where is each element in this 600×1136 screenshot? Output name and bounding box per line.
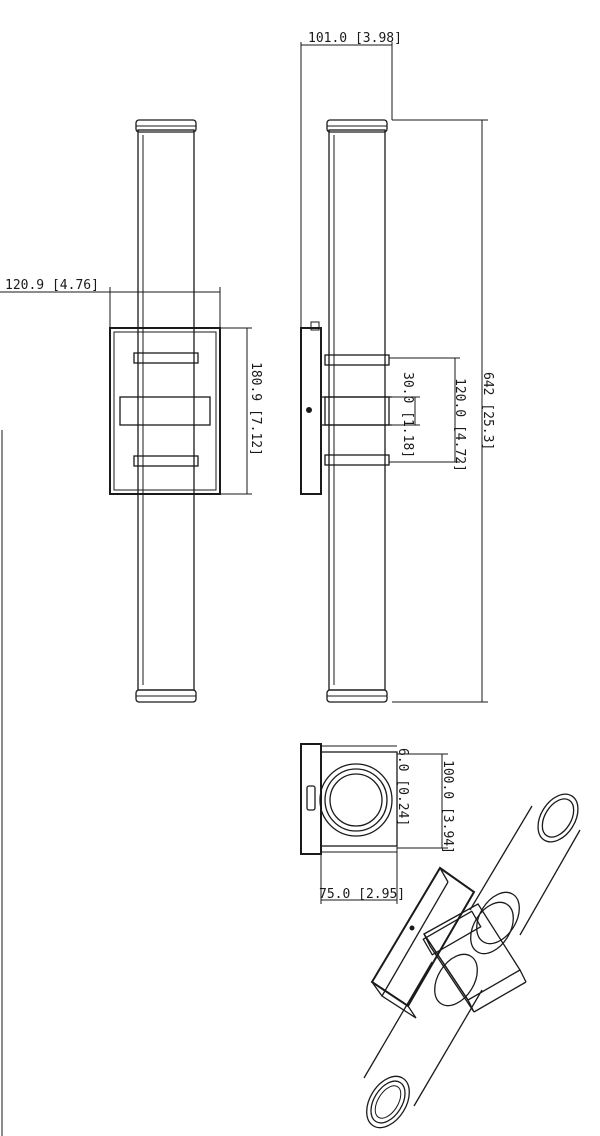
dimension-clamp-height: 30.0 [1.18] <box>389 372 420 458</box>
dimension-label-backplate-height: 180.9 [7.12] <box>248 362 263 456</box>
dimension-bottom-height: 100.0 [3.94] <box>397 753 455 854</box>
dimension-label-overall-height: 642 [25.3] <box>480 372 495 450</box>
dimension-label-collar-spacing: 120.0 [4.72] <box>452 378 467 472</box>
dimension-front-width: 120.9 [4.76] <box>0 278 221 328</box>
dimension-label-bottom-width: 75.0 [2.95] <box>319 887 405 902</box>
front-view <box>109 119 221 703</box>
bottom-view <box>300 743 398 855</box>
dimension-bottom-width: 75.0 [2.95] <box>319 852 405 904</box>
dimension-top-depth: 101.0 [3.98] <box>300 31 402 328</box>
screw-icon <box>409 925 415 931</box>
dimension-label-clamp-height: 30.0 [1.18] <box>400 372 415 458</box>
dimension-collar-spacing: 120.0 [4.72] <box>389 357 467 472</box>
dimension-label-top-depth: 101.0 [3.98] <box>308 31 402 46</box>
dimension-label-front-width: 120.9 [4.76] <box>5 278 99 293</box>
dimension-label-bottom-height: 100.0 [3.94] <box>440 760 455 854</box>
screw-icon <box>306 407 312 413</box>
dimension-backplate-height: 180.9 [7.12] <box>220 327 263 495</box>
isometric-view <box>363 793 581 1129</box>
dimension-overall-height: 642 [25.3] <box>392 119 495 703</box>
dimension-label-bottom-plate-gap: 6.0 [0.24] <box>395 748 410 826</box>
side-view <box>300 119 392 703</box>
